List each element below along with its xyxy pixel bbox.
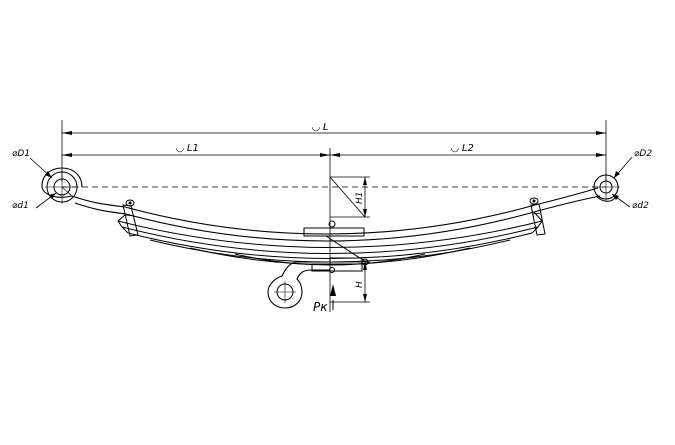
dimension-partial-lengths: ◡ L1 ◡ L2	[62, 143, 606, 312]
spring-leaves	[71, 187, 601, 266]
front-eye-outer-label: ⌀D1	[12, 149, 30, 159]
mounting-bracket	[267, 261, 330, 309]
main-leaf-top	[71, 187, 599, 235]
dimension-heights: H1 H	[329, 176, 370, 303]
load-arrow: Pк	[313, 284, 336, 314]
leaf-3	[121, 226, 539, 254]
front-length-label: ◡ L1	[176, 143, 199, 154]
front-clip	[122, 199, 139, 237]
total-length-label: ◡ L	[312, 122, 328, 133]
main-leaf-bottom	[74, 195, 601, 242]
height-free-label: H	[355, 281, 365, 288]
dimension-total-length: ◡ L	[61, 120, 607, 182]
front-eye-inner-label: ⌀d1	[12, 201, 29, 211]
rear-eye: ⌀D2 ⌀d2	[592, 149, 652, 211]
leaf-7	[234, 253, 426, 266]
load-label: Pк	[313, 300, 328, 314]
height-loaded-label: H1	[355, 192, 365, 205]
rear-clip	[529, 197, 546, 236]
rear-eye-inner-label: ⌀d2	[632, 201, 649, 211]
rear-length-label: ◡ L2	[451, 143, 474, 154]
center-clamp	[303, 220, 369, 273]
rear-eye-outer-label: ⌀D2	[634, 149, 652, 159]
front-eye: ⌀D1 ⌀d1	[12, 149, 83, 211]
leaf-2	[117, 220, 543, 248]
